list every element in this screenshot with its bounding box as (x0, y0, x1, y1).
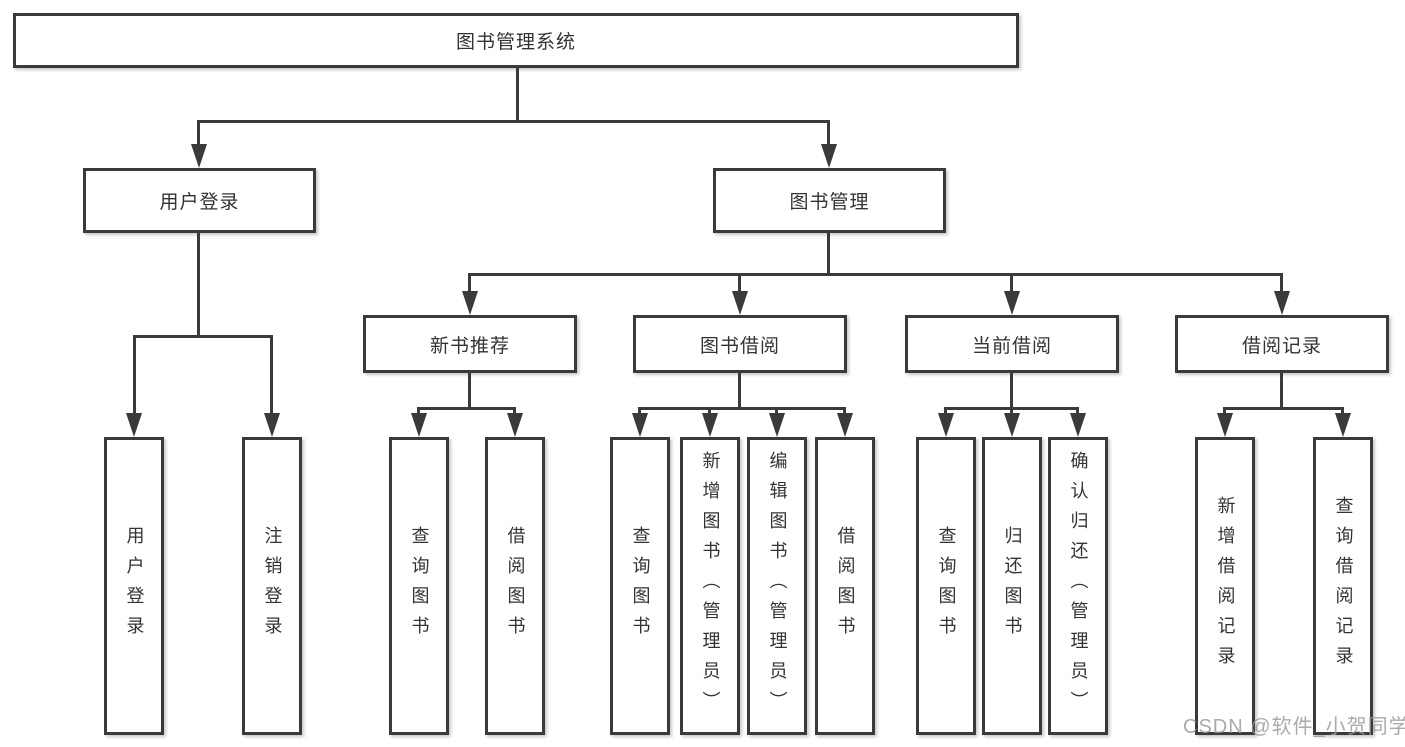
connector-line (1010, 373, 1013, 409)
connector-line (638, 407, 845, 410)
connector-line (197, 233, 200, 335)
node-label: 当前借阅 (971, 335, 1052, 357)
arrow-down-icon (126, 413, 142, 437)
node-current-borrow: 当前借阅 (905, 315, 1119, 373)
node-root-label: 图书管理系统 (455, 32, 576, 53)
csdn-watermark: CSDN @软件_小贺同学 (1183, 716, 1405, 738)
node-borrow-records: 借阅记录 (1175, 315, 1389, 373)
arrow-down-icon (938, 413, 954, 437)
connector-line (1280, 273, 1283, 295)
connector-line (775, 407, 778, 417)
connector-line (417, 407, 516, 410)
leaf-borrow-books-recommend: 借阅图书 (485, 437, 545, 735)
connector-line (468, 373, 471, 409)
arrow-down-icon (821, 144, 837, 168)
leaf-label: 新增借阅记录 (1215, 496, 1236, 676)
leaf-label: 查询图书 (936, 526, 957, 646)
connector-line (827, 120, 830, 148)
arrow-down-icon (191, 144, 207, 168)
connector-line (638, 407, 641, 417)
connector-line (1076, 407, 1079, 417)
leaf-label: 编辑图书（管理员） (767, 451, 788, 721)
arrow-down-icon (1335, 413, 1351, 437)
connector-line (1341, 407, 1344, 417)
leaf-label: 借阅图书 (835, 526, 856, 646)
leaf-edit-book-admin: 编辑图书（管理员） (747, 437, 807, 735)
leaf-confirm-return-admin: 确认归还（管理员） (1048, 437, 1108, 735)
leaf-query-books-borrow: 查询图书 (610, 437, 670, 735)
arrow-down-icon (837, 413, 853, 437)
connector-line (1010, 407, 1013, 417)
arrow-down-icon (411, 413, 427, 437)
node-label: 图书借阅 (699, 335, 780, 357)
connector-line (1223, 407, 1226, 417)
arrow-down-icon (1004, 413, 1020, 437)
arrow-down-icon (632, 413, 648, 437)
connector-line (468, 273, 471, 295)
arrow-down-icon (507, 413, 523, 437)
leaf-add-borrow-record: 新增借阅记录 (1195, 437, 1255, 735)
arrow-down-icon (1004, 291, 1020, 315)
arrow-down-icon (1274, 291, 1290, 315)
connector-line (197, 120, 829, 123)
arrow-down-icon (1070, 413, 1086, 437)
connector-line (843, 407, 846, 417)
node-label: 图书管理 (789, 192, 870, 213)
connector-line (417, 407, 420, 417)
leaf-label: 注销登录 (262, 526, 283, 646)
node-book-borrow: 图书借阅 (633, 315, 847, 373)
arrow-down-icon (462, 291, 478, 315)
arrow-down-icon (732, 291, 748, 315)
leaf-user-login: 用户登录 (104, 437, 164, 735)
connector-line (270, 335, 273, 415)
node-label: 用户登录 (159, 192, 240, 213)
leaf-label: 借阅图书 (505, 526, 526, 646)
leaf-add-book-admin: 新增图书（管理员） (680, 437, 740, 735)
connector-line (133, 335, 136, 415)
leaf-label: 用户登录 (124, 526, 145, 646)
leaf-label: 新增图书（管理员） (700, 451, 721, 721)
connector-line (738, 273, 741, 295)
arrow-down-icon (702, 413, 718, 437)
arrow-down-icon (1217, 413, 1233, 437)
connector-line (1280, 373, 1283, 409)
leaf-label: 查询图书 (630, 526, 651, 646)
connector-line (197, 120, 200, 148)
connector-line (516, 68, 519, 122)
leaf-query-books-recommend: 查询图书 (389, 437, 449, 735)
connector-line (1010, 273, 1013, 295)
leaf-label: 归还图书 (1002, 526, 1023, 646)
leaf-logout: 注销登录 (242, 437, 302, 735)
node-book-management: 图书管理 (713, 168, 946, 233)
connector-line (944, 407, 947, 417)
leaf-label: 查询图书 (409, 526, 430, 646)
node-root: 图书管理系统 (13, 13, 1019, 68)
connector-line (708, 407, 711, 417)
connector-line (133, 335, 273, 338)
arrow-down-icon (264, 413, 280, 437)
connector-line (513, 407, 516, 417)
node-user-login: 用户登录 (83, 168, 316, 233)
connector-line (1223, 407, 1344, 410)
leaf-return-books: 归还图书 (982, 437, 1042, 735)
connector-line (827, 233, 830, 273)
node-label: 新书推荐 (429, 335, 510, 357)
leaf-query-books-current: 查询图书 (916, 437, 976, 735)
connector-line (738, 373, 741, 409)
connector-line (468, 273, 1282, 276)
node-new-book-recommend: 新书推荐 (363, 315, 577, 373)
leaf-borrow-books: 借阅图书 (815, 437, 875, 735)
leaf-label: 确认归还（管理员） (1068, 451, 1089, 721)
leaf-label: 查询借阅记录 (1333, 496, 1354, 676)
node-label: 借阅记录 (1241, 335, 1322, 357)
leaf-query-borrow-record: 查询借阅记录 (1313, 437, 1373, 735)
arrow-down-icon (769, 413, 785, 437)
